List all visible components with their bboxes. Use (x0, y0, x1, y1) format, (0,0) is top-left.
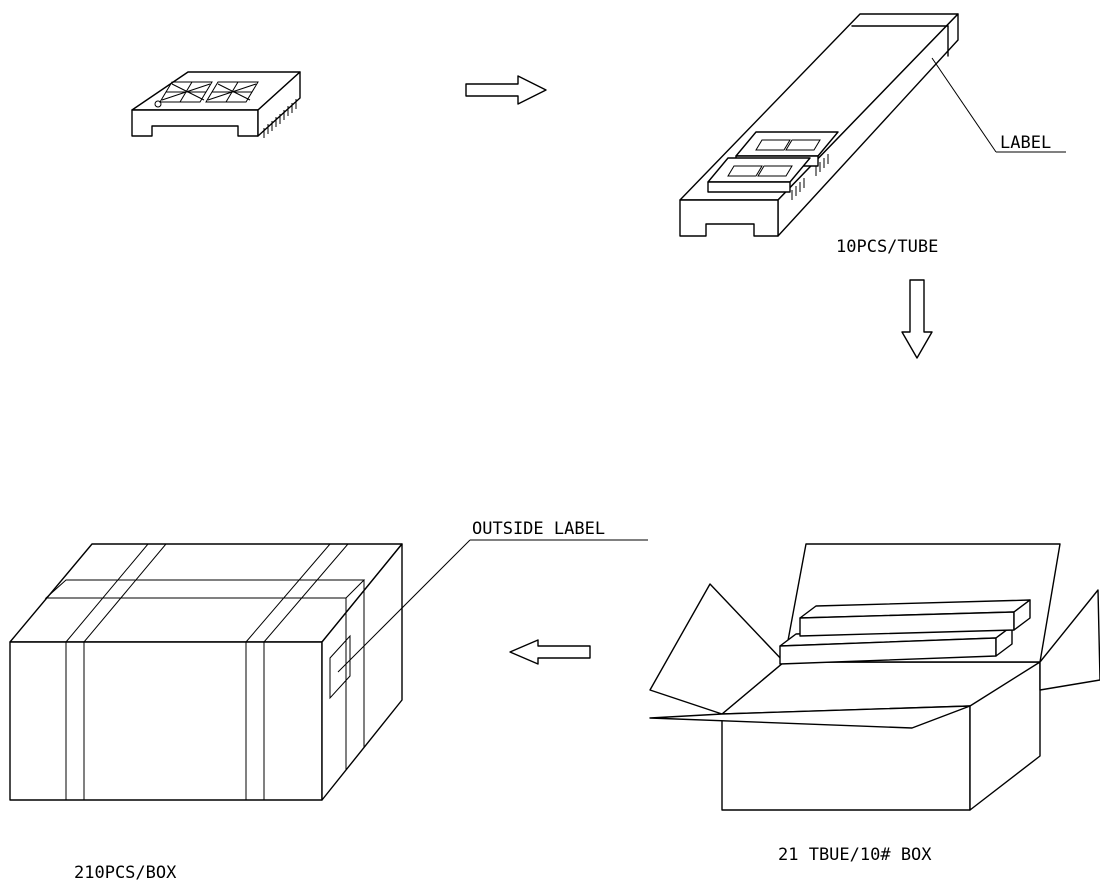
outside-label-text: OUTSIDE LABEL (472, 519, 605, 539)
inner-box-quantity-text: 21 TBUE/10# BOX (778, 845, 932, 865)
outer-box-quantity-text: 210PCS/BOX (74, 863, 177, 883)
tube-quantity-text: 10PCS/TUBE (836, 237, 938, 257)
arrow-left-icon (509, 639, 591, 665)
arrow-down-icon (901, 279, 933, 359)
packing-tube (679, 13, 1066, 237)
led-display-component (131, 71, 301, 138)
sealed-outer-box (9, 539, 648, 801)
arrow-right-icon (465, 75, 547, 105)
open-inner-box (649, 543, 1100, 811)
tube-label-text: LABEL (1000, 133, 1051, 153)
